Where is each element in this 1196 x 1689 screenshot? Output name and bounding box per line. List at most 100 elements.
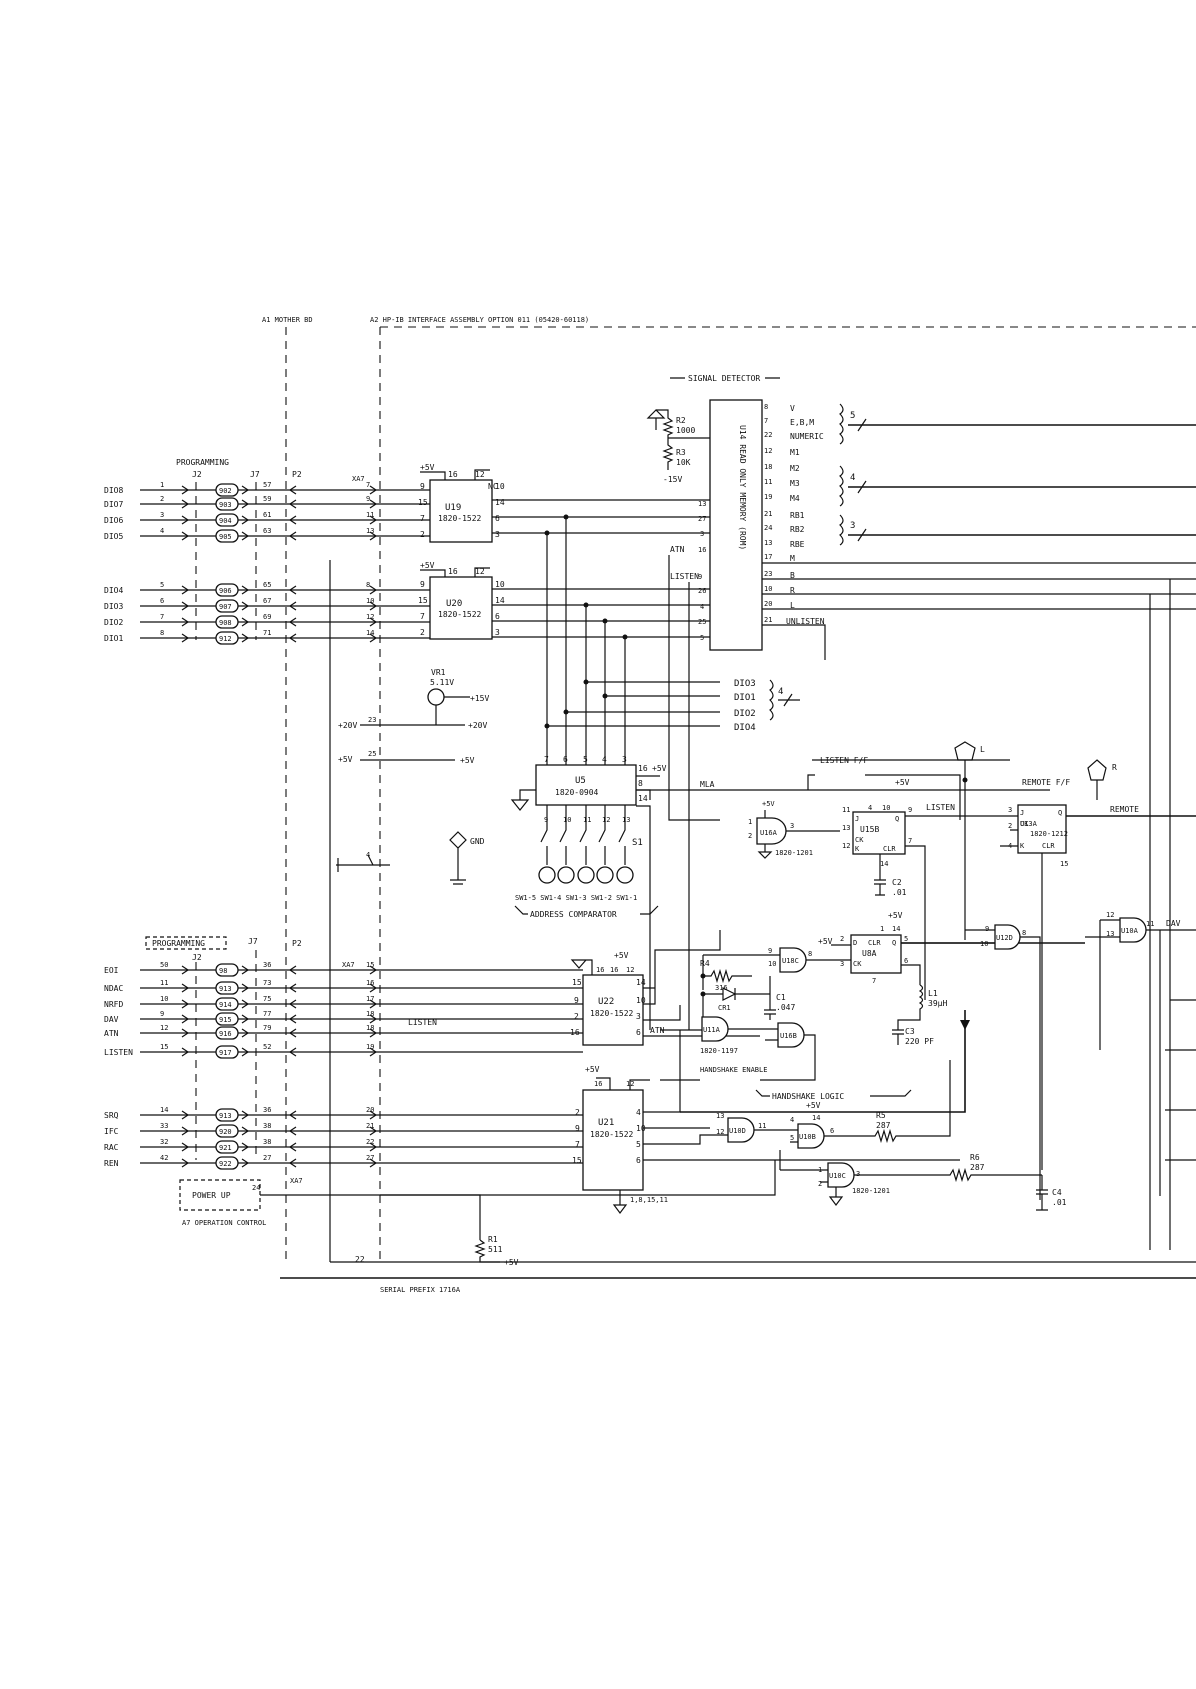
u16a-part: 1820-1201 [775,849,813,857]
u8a-pin: 5 [904,935,908,943]
dio-bus-count: 4 [778,687,783,697]
dio-line-label: DIO1 [734,693,756,703]
row-wire-tag [215,997,239,1011]
rom-input-pins: 13 27 3 16 ATN 9 LISTEN 26 4 25 5 [670,500,706,642]
u5-input-bus [546,517,626,765]
row-signal: IFC [104,1127,119,1136]
row-p2-pin: 19 [366,1043,374,1051]
u21-pin: 10 [636,1124,646,1133]
cr1-ref: CR1 [718,1004,731,1012]
row-j7-pin: 65 [263,581,271,589]
xa-label: XA7 [352,475,365,483]
junction [544,530,550,536]
row-wire-tag [215,615,239,629]
u21-pin: 2 [575,1108,580,1117]
u15b-body [852,811,906,855]
row-j7-pin: 73 [263,979,271,987]
serial-prefix-label: SERIAL PREFIX 1716A [380,1286,461,1294]
row-wire-number: 916 [219,1030,232,1038]
row-j2-pin: 10 [160,995,168,1003]
u10d-name: U10A [1121,927,1139,935]
row-p2-pin: 21 [366,1122,374,1130]
row-connector-marks [181,1158,378,1168]
row-signal: NRFD [104,1000,123,1009]
row-wire-number: 920 [219,1128,232,1136]
u16a-pin: 3 [790,822,794,830]
c1-value: .047 [776,1003,795,1012]
u10a-ground [828,1187,844,1206]
row-j7-pin: 79 [263,1024,271,1032]
power-up-control: A7 OPERATION CONTROL [182,1219,266,1227]
bus-bracket [769,679,774,721]
u22-pin: 14 [636,978,646,987]
row-connector-marks [181,485,378,495]
r3-ref: R3 [676,448,686,457]
row-wire-number: 922 [219,1160,232,1168]
row-p2-pin: 18 [366,1010,374,1018]
u16a-supply [757,810,773,859]
u5-pin: 14 [638,794,648,803]
row-wire-tag [215,1124,239,1138]
rom-out-pin: 8 [764,403,768,411]
u15b-outputs [905,815,1010,1000]
row-p2-pin: 16 [366,979,374,987]
vr1-value: 5.11V [430,678,454,687]
row-j7-pin: 75 [263,995,271,1003]
junction [583,602,589,608]
right-gates: U12D 9 10 8 U10A 12 13 11 DAV [965,911,1196,1200]
u10b-pin: 14 [812,1114,820,1122]
u10d-wires [1085,919,1196,1196]
s1-switch-contact [559,805,567,865]
rom-in-pin: 25 [698,618,706,626]
u20-name: U20 [446,599,462,609]
row-wire-number: 914 [219,1001,232,1009]
u22-outputs [643,930,760,1037]
u11a-name: U11A [703,1026,721,1034]
u19-pin: 12 [475,470,485,479]
gnd-symbol [449,831,467,885]
dio-bus: DIO3 DIO1 DIO2 DIO4 4 [544,679,800,733]
serial-pin: 22 [355,1255,365,1264]
rom-in-pin: 3 [700,530,704,538]
hs-enable-label: HANDSHAKE ENABLE [700,1066,767,1074]
row-j2-pin: 11 [160,979,168,987]
u19-pin: 6 [495,514,500,523]
remote-r-label: R [1112,763,1117,772]
row-j2-pin: 42 [160,1154,168,1162]
r1-ref: R1 [488,1235,498,1244]
u15b-j: J [855,815,859,823]
u15b-ck: CK [855,836,864,844]
row-connector-marks [181,1014,378,1024]
u21-pin: 7 [575,1140,580,1149]
row-connector-marks [181,1142,378,1152]
s1-switch-label: SW1-5 SW1-4 SW1-3 SW1-2 SW1-1 [515,894,637,902]
u10d-lower-name: U10D [729,1127,746,1135]
u19-name: U19 [445,503,461,513]
u5-pin: 3 [622,755,627,764]
u18c-name: U18C [782,957,799,965]
row-signal: LISTEN [104,1048,133,1057]
power-up-xa: XA7 [290,1177,303,1185]
row-wire-tag [215,1140,239,1154]
s1-pin: 11 [583,816,591,824]
junction [622,634,628,640]
listen-label: LISTEN [926,803,955,812]
rom-in-pin: 5 [700,634,704,642]
rom-in-pin: 26 [698,587,706,595]
u20-vcc: +5V [420,561,435,570]
handshake-logic: U18C R4 316 CR1 C1 .047 U11A 1820-1197 U… [660,911,1085,1101]
row-wire-tag [215,483,239,497]
row-j2-pin: 9 [160,1010,164,1018]
u22-body [582,974,644,1046]
power-p15: +15V [470,694,489,703]
u21-pin: 5 [636,1140,641,1149]
s1-switch: 13 [616,805,634,884]
listen-ff-frame [807,774,961,820]
s1-switch-contact [618,805,626,865]
u13a-q: Q [1058,809,1062,817]
u10a-pin: 3 [856,1170,860,1178]
